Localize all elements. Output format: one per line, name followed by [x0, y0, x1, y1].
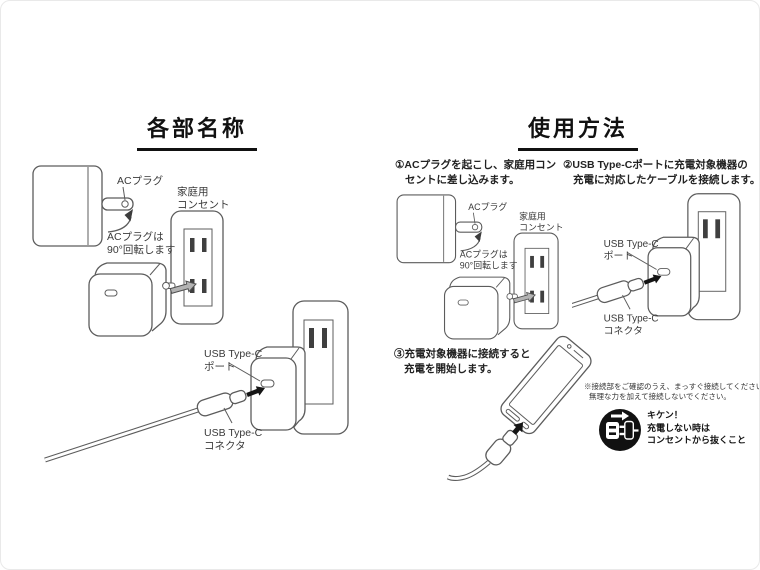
step3-line2: 充電を開始します。: [404, 362, 498, 375]
unplug-warning-icon: [599, 409, 641, 451]
warning-line2: 充電しない時は: [647, 422, 711, 433]
usb-cable-inner: [447, 460, 490, 480]
warning-text: キケン！ 充電しない時は コンセントから抜くこと: [647, 409, 746, 447]
parts-section-title: 各部名称: [114, 111, 280, 151]
step2-diagram: [572, 189, 760, 350]
phone-camera-dot: [566, 344, 572, 349]
warning-line1: キケン！: [647, 410, 683, 420]
step1-diagram: [396, 194, 565, 340]
step3-text: ③充電対象機器に接続すると 充電を開始します。: [394, 347, 531, 376]
parts-diagram-plugged: [41, 296, 391, 466]
adapter-drawing-instance: [396, 194, 565, 340]
step2-line1: ②USB Type-Cポートに充電対象機器の: [563, 159, 748, 171]
phone-grille: [505, 408, 520, 422]
warning-circle: [599, 409, 641, 451]
plugged-drawing-instance: [572, 194, 740, 345]
step1-line1: ①ACプラグを起こし、家庭用コン: [395, 159, 557, 171]
step1-line2: セントに差し込みます。: [405, 173, 520, 186]
step2-text: ②USB Type-Cポートに充電対象機器の 充電に対応したケーブルを接続します…: [563, 158, 760, 187]
warning-outlet: [606, 422, 619, 439]
plugged-drawing-instance: [45, 301, 348, 460]
note-line1: ※接続部をご確認のうえ、まっすぐ接続してください。: [584, 382, 760, 391]
warning-outlet-slot: [609, 432, 616, 435]
usage-title-text: 使用方法: [517, 111, 638, 151]
warning-plug-prong: [619, 432, 626, 436]
warning-outlet-slot: [609, 426, 616, 429]
step1-text: ①ACプラグを起こし、家庭用コン セントに差し込みます。: [395, 158, 556, 187]
step3-diagram-phone: [446, 335, 592, 481]
parts-title-text: 各部名称: [136, 111, 257, 151]
note-line2: 無理な力を加えて接続しないでください。: [589, 391, 731, 401]
step2-line2: 充電に対応したケーブルを接続します。: [573, 173, 760, 186]
usage-section-title: 使用方法: [495, 111, 661, 151]
warning-arrow-shaft: [611, 414, 622, 418]
warning-plug-body: [624, 420, 634, 440]
smartphone: [485, 335, 592, 466]
phone-speaker-line: [573, 349, 584, 359]
step3-line1: ③充電対象機器に接続すると: [394, 348, 531, 360]
connect-arrow-icon: [512, 422, 524, 435]
warning-arrow-head: [622, 411, 629, 421]
phone-body: [500, 335, 592, 435]
connection-note: ※接続部をご確認のうえ、まっすぐ接続してください。 無理な力を加えて接続しないで…: [584, 382, 760, 401]
warning-plug-prong: [619, 425, 626, 428]
warning-line3: コンセントから抜くこと: [647, 435, 747, 445]
phone-screen: [508, 345, 584, 425]
